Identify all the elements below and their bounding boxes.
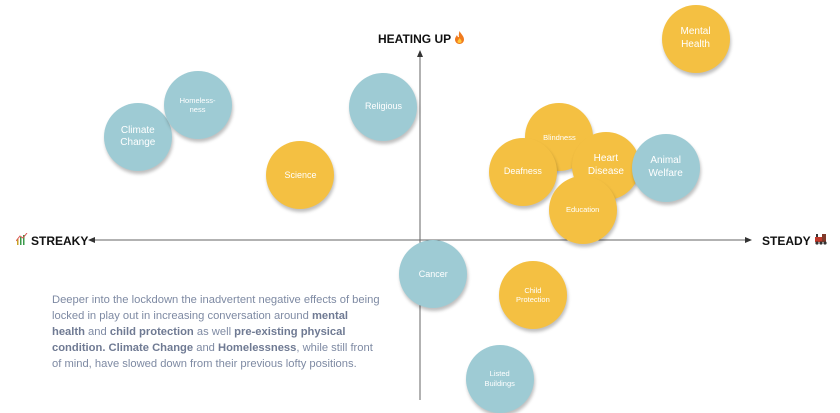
- bubble-label-line: Climate: [120, 124, 155, 136]
- bubble-label-line: Welfare: [648, 167, 683, 179]
- note-emphasis: mental health: [52, 310, 349, 338]
- bubble-label: Cancer: [413, 269, 454, 280]
- note-text: as well: [193, 326, 235, 338]
- bubble-label: Blindness: [537, 133, 582, 142]
- note-emphasis: pre-existing physical condition. Climate…: [52, 326, 346, 354]
- train-icon: [814, 233, 828, 248]
- bubble-label: Science: [278, 170, 322, 181]
- bubble-label: Homeless-ness: [174, 96, 222, 115]
- bubble-label-line: Protection: [515, 295, 550, 305]
- bubble-label-line: Child: [524, 285, 542, 295]
- bubble-label-line: ness: [189, 105, 206, 115]
- steady-label: STEADY: [762, 233, 811, 248]
- bubble-religious: Religious: [349, 73, 418, 141]
- bubble-label-line: Deafness: [503, 165, 542, 176]
- bubble-label-line: Religious: [364, 101, 402, 112]
- bubble-science: Science: [266, 141, 335, 210]
- bubble-homelessness: Homeless-ness: [163, 71, 232, 140]
- note-text: , while still front of mind, have slowed…: [52, 342, 373, 370]
- bubble-label-line: Buildings: [484, 378, 515, 388]
- bubble-label-line: Listed: [489, 369, 510, 379]
- bubble-label-line: Science: [284, 169, 317, 180]
- bubble-label-line: Animal: [650, 155, 681, 167]
- fire-icon: [454, 31, 465, 47]
- note-text: Deeper into the lockdown the inadvertent…: [52, 294, 380, 322]
- bubble-label-line: Heart: [593, 153, 619, 165]
- note-emphasis: Homelessness: [218, 342, 297, 354]
- note-text: and: [193, 342, 218, 354]
- bubble-label-line: Education: [565, 204, 600, 214]
- bubble-label: Education: [560, 205, 605, 214]
- bubble-cancer: Cancer: [399, 240, 468, 309]
- axis-label-steady: STEADY: [762, 233, 828, 248]
- bubble-label-line: Mental: [680, 26, 711, 38]
- bubble-deafness: Deafness: [488, 137, 557, 206]
- bubble-label: Deafness: [498, 166, 548, 177]
- bubble-label-line: Disease: [587, 165, 624, 177]
- note-text: and: [84, 326, 110, 338]
- streaky-label: STREAKY: [31, 233, 89, 248]
- note-emphasis: child protection: [109, 326, 194, 338]
- bubble-education: Education: [548, 175, 617, 244]
- axis-label-heating-up: HEATING UP: [378, 31, 465, 47]
- bubble-label-line: Homeless-: [179, 95, 216, 105]
- axis-label-streaky: STREAKY: [15, 232, 89, 248]
- heating-up-label: HEATING UP: [378, 32, 452, 46]
- bubble-label-line: Change: [120, 137, 156, 149]
- bubble-label-line: Cancer: [418, 268, 448, 279]
- commentary-text: Deeper into the lockdown the inadvertent…: [52, 292, 382, 372]
- bubble-label: Religious: [359, 101, 408, 112]
- bubble-label-line: Health: [681, 38, 710, 50]
- bubble-label-line: Blindness: [543, 132, 576, 142]
- rising-chart-icon: [15, 232, 28, 248]
